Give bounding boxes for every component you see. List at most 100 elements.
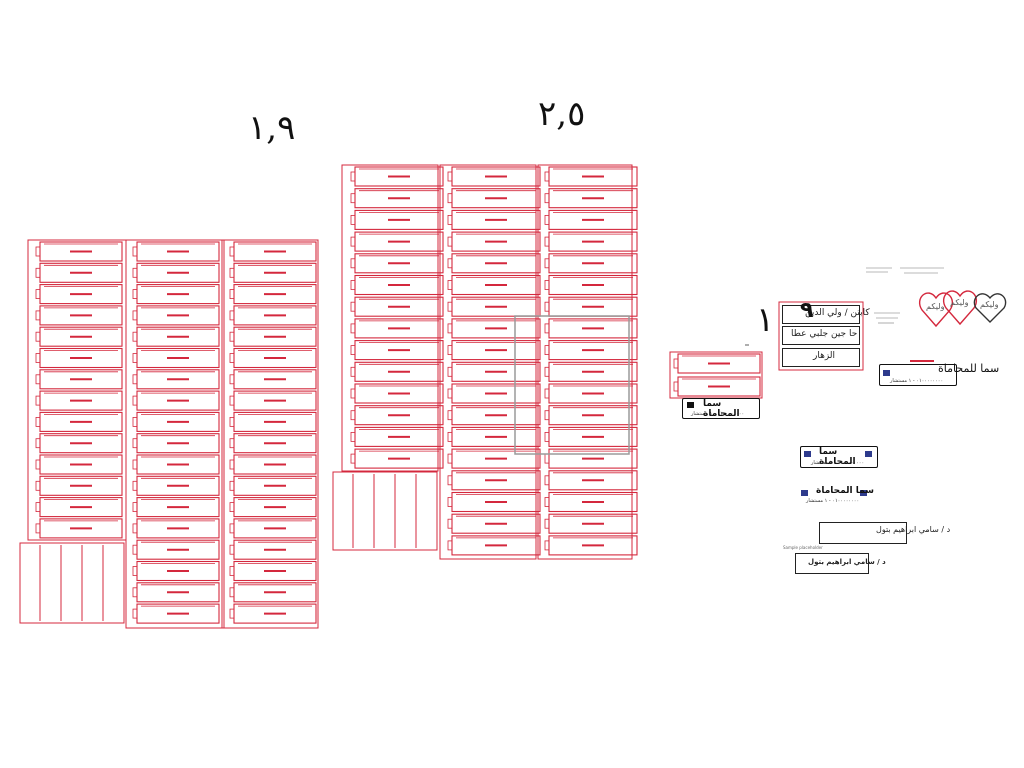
plate-column-frame — [341, 164, 439, 472]
plate-cell — [447, 166, 541, 187]
plate-cell — [447, 426, 541, 448]
plate-cell — [447, 317, 541, 339]
plate-cell — [544, 491, 638, 513]
plate-cell — [229, 454, 317, 475]
plate-cell — [229, 326, 317, 348]
brand-name-large: سما للمحاماة — [938, 362, 1000, 375]
nameplate-1[interactable] — [819, 522, 907, 544]
plate-cell — [350, 317, 444, 339]
group-label-1: ١,٩ — [248, 108, 296, 148]
plate-cell — [447, 209, 541, 231]
plate-cell — [544, 209, 638, 231]
plate-cell — [544, 361, 638, 383]
brand-badge-2[interactable]: ٠١٠٠٠٠٠٠٠٠ - ١ مستشار — [879, 364, 957, 386]
plate-cell — [350, 361, 444, 383]
plate-cell — [544, 469, 638, 491]
plate-cell — [447, 252, 541, 274]
plate-cell — [350, 296, 444, 318]
plate-cell — [35, 326, 123, 348]
brand-logo-icon — [804, 451, 811, 457]
plate-cell — [447, 404, 541, 426]
heart-text-3: وليكم — [980, 300, 999, 309]
plate-cell — [544, 296, 638, 318]
plate-cell — [35, 262, 123, 284]
brand-sub: ٠١٠٠٠٠٠٠٠٠ - ١ مستشار — [811, 460, 865, 466]
sign-plate-3-text: الزهار — [813, 351, 836, 361]
heart-text-2: وليكم — [950, 298, 969, 307]
brand-sub: ٠١٠٠٠٠٠٠٠٠ - ١ مستشار — [691, 411, 745, 417]
brand-sub: ٠١٠٠٠٠٠٠٠٠ - ١ مستشار — [806, 498, 860, 504]
plate-cell — [35, 304, 123, 326]
nameplate-2[interactable]: د / سامي ابراهيم بتول — [795, 553, 886, 574]
group-label-3: ١ — [756, 300, 775, 340]
plate-cell — [229, 347, 317, 369]
plate-cell — [35, 347, 123, 369]
plate-cell — [229, 603, 317, 625]
plate-cell — [544, 187, 638, 209]
heart-text-1: وليكم — [926, 302, 945, 311]
plate-grid-left — [27, 239, 319, 629]
plate-cell — [132, 539, 220, 561]
plate-cell — [132, 517, 220, 539]
heart-shape — [942, 290, 978, 326]
nameplate-caption: Sample placeholder — [783, 545, 823, 550]
plate-cell — [447, 339, 541, 361]
plate-cell — [132, 326, 220, 348]
brand-underline — [910, 360, 934, 362]
plate-cell — [544, 448, 638, 470]
plate-cell — [447, 383, 541, 404]
plate-cell — [35, 454, 123, 475]
plate-cell — [544, 513, 638, 535]
plate-cell — [447, 361, 541, 383]
plate-cell — [229, 390, 317, 412]
plate-cell — [132, 368, 220, 390]
strip-panel-left — [19, 542, 125, 624]
brand-badge-4[interactable]: سما المحاماة ٠١٠٠٠٠٠٠٠٠ - ١ مستشار — [800, 486, 876, 506]
plate-cell — [447, 534, 541, 556]
plate-cell — [447, 231, 541, 253]
strip-panel-middle — [332, 471, 438, 551]
plate-cell — [350, 231, 444, 253]
plate-cell — [132, 475, 220, 497]
plate-cell — [35, 411, 123, 433]
plate-cell — [229, 304, 317, 326]
brand-name: سما المحاماة — [816, 486, 875, 496]
nameplate-1-text: د / سامي ابراهيم بتول — [876, 525, 951, 534]
plate-cell — [132, 454, 220, 475]
plate-cell — [229, 262, 317, 284]
plate-cell — [132, 241, 220, 262]
plate-cell — [132, 581, 220, 603]
sign-plate-2[interactable]: حا جين جلبي عطا — [782, 326, 860, 345]
plate-cell — [350, 166, 444, 187]
heart-group — [918, 290, 1007, 328]
plate-group-small — [669, 344, 763, 399]
brand-logo-icon — [687, 402, 694, 408]
plate-cell — [35, 390, 123, 412]
plate-cell — [447, 448, 541, 470]
brand-name: سما المحاماة — [703, 399, 740, 419]
plate-cell — [229, 411, 317, 433]
plate-cell — [132, 432, 220, 454]
plate-cell — [132, 347, 220, 369]
plate-cell — [350, 383, 444, 404]
sign-plate-1[interactable]: كابتن / ولي الدين — [782, 305, 870, 324]
plate-cell — [229, 539, 317, 561]
nameplate-2-text: د / سامي ابراهيم بتول — [808, 558, 886, 566]
plate-cell — [544, 404, 638, 426]
plate-cell — [35, 475, 123, 497]
plate-cell — [350, 339, 444, 361]
brand-badge-1[interactable]: سما المحاماة ٠١٠٠٠٠٠٠٠٠ - ١ مستشار — [682, 398, 760, 419]
plate-cell — [229, 241, 317, 262]
plate-column-frame — [221, 239, 319, 629]
fine-print — [866, 267, 944, 324]
plate-cell — [132, 603, 220, 625]
plate-cell — [350, 448, 444, 470]
plate-grid-middle — [341, 164, 638, 560]
plate-cell — [229, 283, 317, 305]
brand-badge-3[interactable]: سما المحاماة ٠١٠٠٠٠٠٠٠٠ - ١ مستشار — [800, 446, 878, 468]
selection-box[interactable] — [514, 315, 630, 455]
plate-cell — [544, 426, 638, 448]
sign-plate-3[interactable]: الزهار — [782, 348, 860, 367]
plate-cell — [132, 411, 220, 433]
